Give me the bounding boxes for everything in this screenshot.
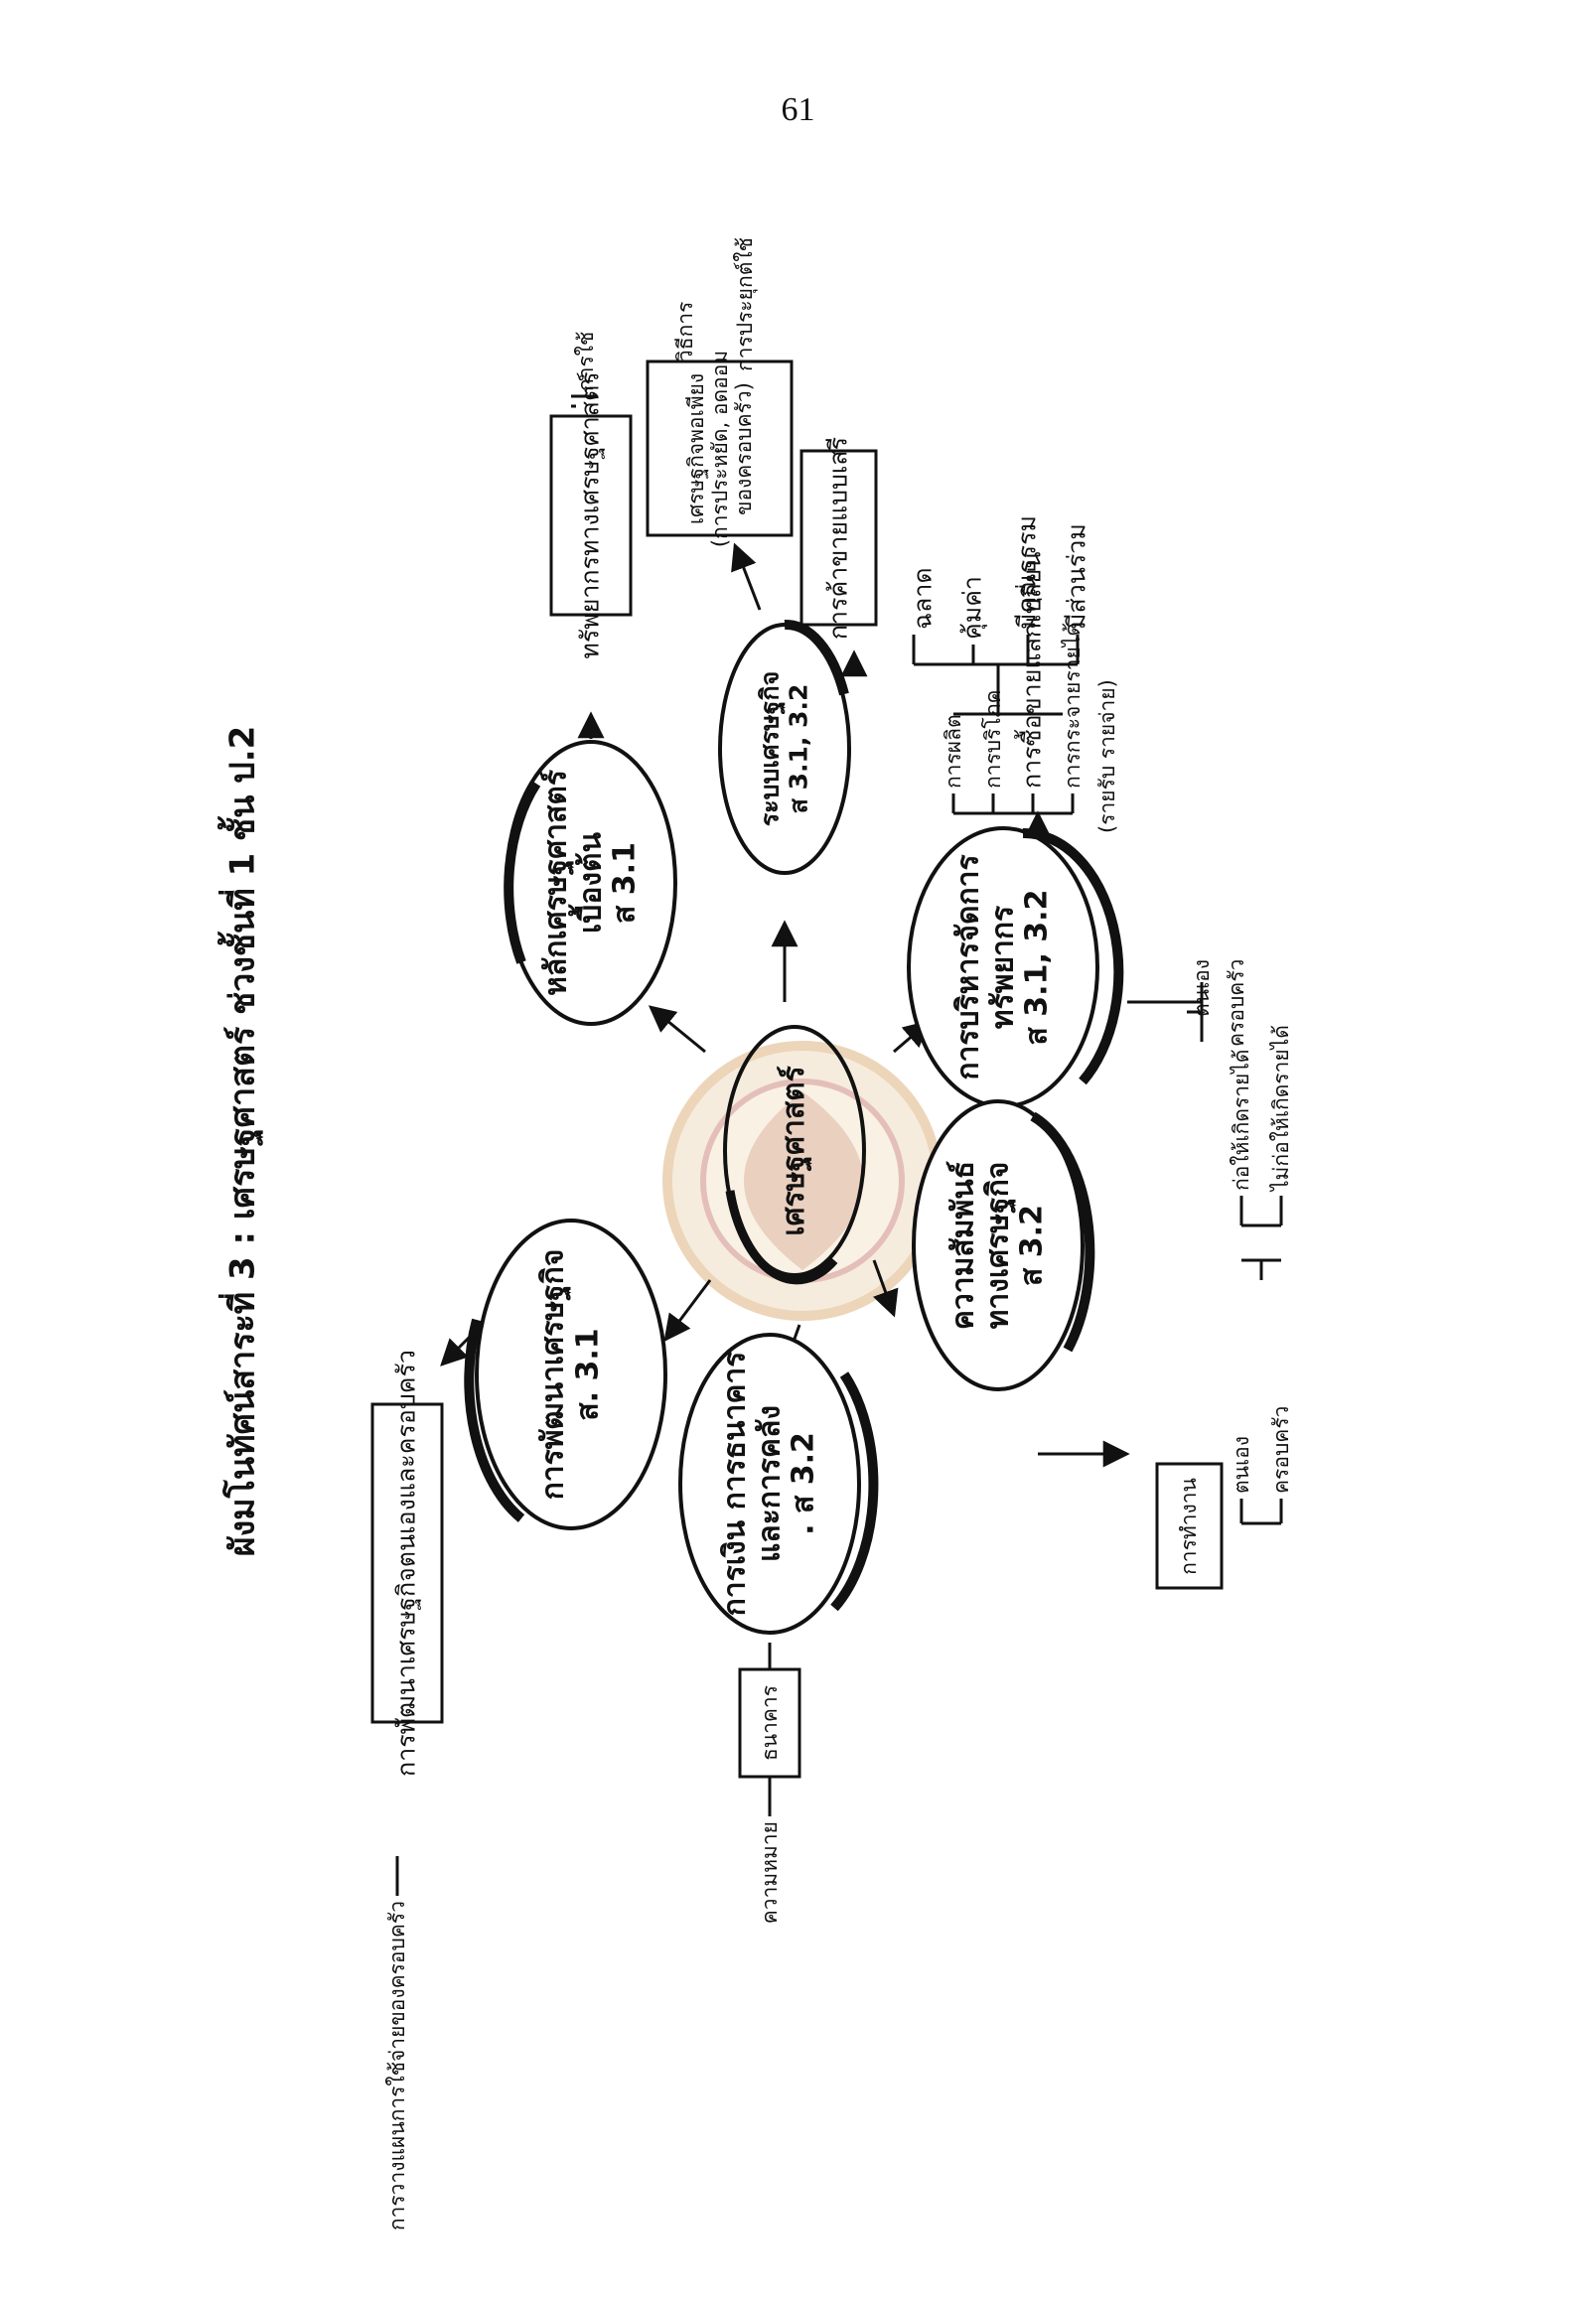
leaf-worth: คุ้มค่า	[957, 576, 987, 640]
leaf-family-2: ครอบครัว	[1268, 1405, 1293, 1494]
leaf-produce: การผลิต	[941, 714, 965, 789]
box-econ-resource: ทรัพยากรทางเศรษฐศาสตร์	[575, 371, 605, 659]
watermark-seal	[662, 1041, 943, 1321]
node-system: ระบบเศรษฐกิจ ส 3.1, 3.2	[755, 670, 812, 827]
leaf-not-earn: ไม่ก่อให้เกิดรายได้	[1268, 1025, 1293, 1191]
diagram-title: ผังมโนทัศน์สาระที่ 3 : เศรษฐศาสตร์ ช่วงช…	[222, 725, 263, 1557]
box-sufficiency-rect	[646, 360, 794, 537]
box-bank: ธนาคาร	[757, 1684, 782, 1762]
box-work: การทำงาน	[1176, 1478, 1201, 1575]
box-freetrade-rect	[799, 449, 878, 627]
node-resource: การบริหารจัดการ ทรัพยากร ส 3.1, 3.2	[950, 854, 1055, 1080]
leaf-self-1: ตนเอง	[1189, 958, 1214, 1017]
leaf-participate: มีส่วนร่วม	[1062, 523, 1091, 630]
box-work-rect	[1155, 1462, 1224, 1590]
box-selfdev: การพัฒนาเศรษฐกิจตนเองและครอบครัว	[391, 1350, 421, 1777]
arrow-system-sufficiency	[731, 542, 762, 611]
leaf-meaning: ความหมาย	[757, 1821, 782, 1925]
leaf-method: วิธีการ	[672, 301, 697, 361]
leaf-smart: ฉลาด	[908, 567, 938, 630]
leaf-use: การใช้	[573, 331, 598, 391]
node-basic: หลักเศรษฐศาสตร์ เบื้องต้น ส 3.1	[538, 770, 643, 996]
node-finance: การเงิน การธนาคาร และการคลัง . ส 3.2	[717, 1351, 821, 1617]
page-number: 61	[781, 91, 815, 128]
box-econ-resource-rect	[549, 414, 633, 617]
leaf-self-2: ตนเอง	[1229, 1435, 1253, 1494]
arrow-center-relation	[872, 1259, 899, 1318]
leaf-apply: การประยุกต์ใช้	[732, 237, 757, 371]
box-bank-rect	[738, 1667, 801, 1779]
leaf-distribute: การกระจายรายได้	[1060, 622, 1085, 789]
box-freetrade: การค้าขายแบบเสรี	[823, 436, 853, 641]
leaf-consume: การบริโภค	[980, 689, 1005, 789]
node-develop-ellipse	[475, 1219, 667, 1530]
box-sufficiency: เศรษฐกิจพอเพียง (การประหยัด, อดออม ของคร…	[683, 350, 757, 548]
node-finance-ellipse	[678, 1333, 861, 1635]
arrow-center-basic	[648, 1005, 706, 1054]
leaf-income-expense: (รายรับ รายจ่าย)	[1094, 679, 1119, 833]
arrow-center-develop	[663, 1279, 712, 1343]
node-relation-ellipse	[912, 1099, 1085, 1391]
box-selfdev-rect	[370, 1402, 444, 1724]
leaf-family-1: ครอบครัว	[1224, 958, 1248, 1047]
node-develop: การพัฒนาเศรษฐกิจ ส. 3.1	[535, 1248, 606, 1501]
leaf-earn: ก่อให้เกิดรายได้	[1229, 1049, 1253, 1191]
leaf-plan: การวางแผนการใช้จ่ายของครอบครัว	[384, 1901, 409, 2231]
node-relation: ความสัมพันธ์ ทางเศรษฐกิจ ส 3.2	[945, 1160, 1050, 1331]
center-ellipse	[723, 1025, 866, 1277]
center-label: เศรษฐศาสตร์	[776, 1066, 811, 1236]
leaf-trade: การซื้อขายแลกเปลี่ยน	[1017, 551, 1047, 789]
